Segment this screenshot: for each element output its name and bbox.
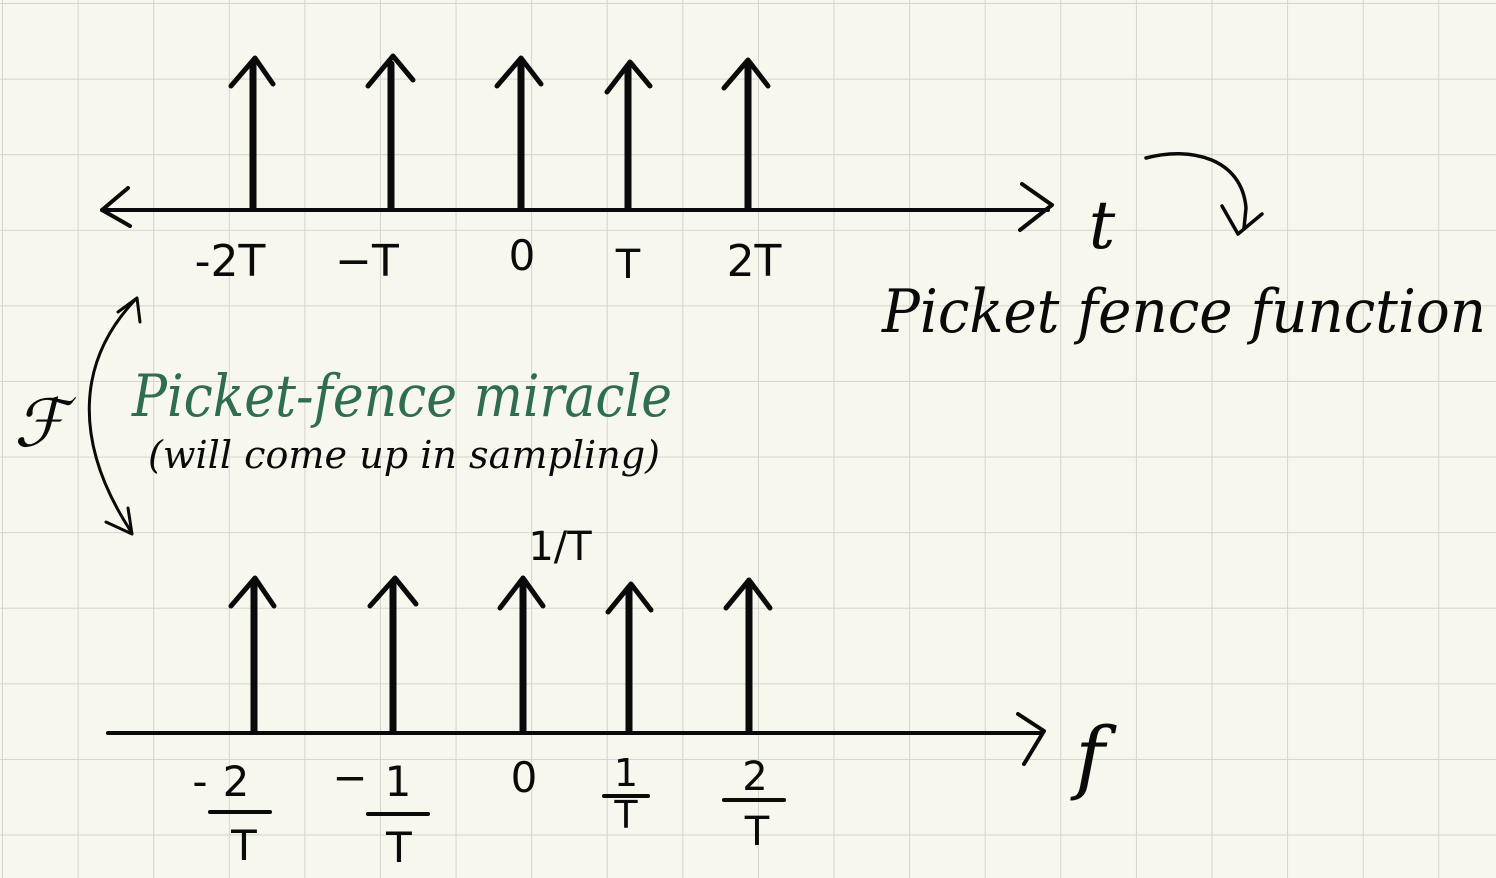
time-tick-label: −T (335, 236, 399, 287)
svg-text:T: T (744, 809, 770, 855)
time-axis-left-arrowhead (100, 186, 132, 228)
time-tick-label: 2T (727, 236, 782, 287)
curved-arrow-icon (1144, 151, 1248, 230)
time-axis-right-arrowhead (1018, 182, 1054, 232)
svg-text:0: 0 (511, 753, 538, 802)
frequency-impulse (605, 581, 654, 735)
picket-fence-function-label: Picket fence function (881, 277, 1486, 347)
time-impulse (228, 55, 276, 212)
time-domain-plot: -2T −T 0 T 2T t (100, 53, 1116, 288)
frequency-domain-plot: 1/T - 2 T − (106, 524, 1117, 872)
curved-arrow-head (1220, 204, 1264, 236)
miracle-note: (will come up in sampling) (148, 433, 660, 477)
svg-text:-: - (192, 757, 207, 806)
time-impulse (604, 59, 653, 212)
svg-text:T: T (385, 823, 412, 872)
svg-text:−: − (332, 753, 367, 802)
frequency-axis-arrowhead (1016, 712, 1046, 766)
svg-text:T: T (613, 793, 638, 837)
svg-text:2: 2 (742, 754, 767, 800)
time-tick-label: 0 (509, 231, 536, 280)
svg-text:2: 2 (223, 757, 250, 806)
transform-arrow-top-head (116, 296, 142, 324)
transform-double-arrow (87, 298, 137, 532)
frequency-impulse (723, 577, 773, 735)
miracle-title: Picket-fence miracle (131, 362, 672, 430)
time-tick-label: T (615, 242, 641, 288)
frequency-tick-label: 0 (511, 753, 538, 802)
fourier-transform-symbol: ℱ (14, 385, 77, 462)
transform-arrow-bottom-head (104, 506, 134, 536)
frequency-tick-label: 1 T (602, 751, 650, 837)
time-axis-variable: t (1089, 187, 1116, 264)
frequency-tick-label: 2 T (722, 754, 786, 855)
time-impulse (721, 57, 771, 212)
frequency-impulse (367, 575, 419, 735)
frequency-impulse (228, 575, 277, 735)
time-impulse (494, 55, 544, 212)
frequency-axis-variable: f (1070, 710, 1117, 803)
frequency-tick-label: − 1 T (332, 753, 430, 872)
frequency-tick-label: - 2 T (192, 757, 272, 870)
svg-text:1: 1 (614, 751, 638, 795)
time-impulse (365, 53, 416, 212)
svg-text:T: T (230, 821, 257, 870)
impulse-height-label: 1/T (528, 524, 592, 570)
frequency-impulse (497, 575, 546, 735)
time-tick-label: -2T (195, 236, 266, 287)
svg-text:1: 1 (385, 757, 412, 806)
